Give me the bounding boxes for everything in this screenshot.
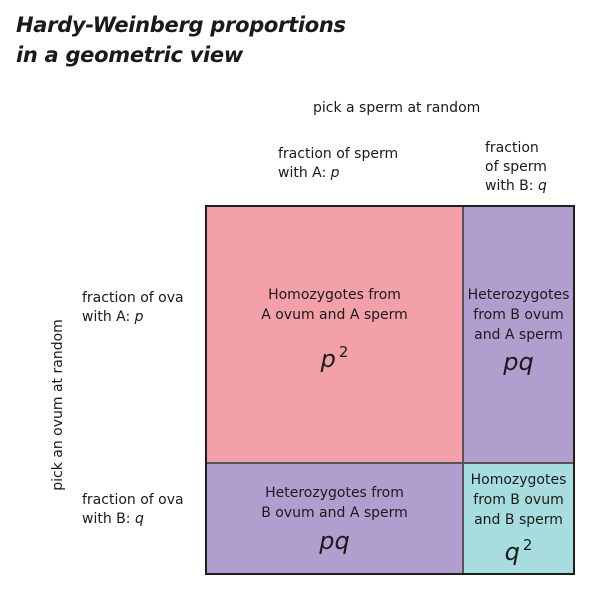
column-b-label-line-1: fraction — [485, 140, 539, 156]
row-a-label-line-2: with A: p — [82, 308, 184, 327]
row-b-variable: q — [134, 511, 144, 527]
cell-aa-symbol-base: p — [320, 345, 336, 373]
column-divider — [462, 207, 464, 573]
column-a-variable: p — [330, 165, 340, 181]
column-b-label-prefix: with B: — [485, 178, 538, 194]
column-b-label-line-2: of sperm — [485, 159, 547, 175]
ovum-axis-label: pick an ovum at random — [50, 319, 66, 491]
cell-ba-line-2: B ovum and A sperm — [261, 505, 408, 521]
row-a-label: fraction of ova with A: p — [82, 289, 184, 327]
cell-ab-symbol: pq — [503, 348, 534, 376]
row-b-label-line-2: with B: q — [82, 510, 184, 529]
column-b-label: fraction of sperm with B: q — [485, 139, 547, 196]
cell-bb-exponent: 2 — [522, 536, 533, 554]
column-a-label-line-2: with A: p — [278, 164, 398, 183]
cell-aa-line-1: Homozygotes from — [268, 287, 401, 303]
cell-aa-exponent: 2 — [338, 343, 349, 361]
column-b-variable: q — [537, 178, 547, 194]
title-line-2: in a geometric view — [16, 43, 243, 67]
cell-ba-line-1: Heterozygotes from — [265, 485, 404, 501]
row-b-label-prefix: with B: — [82, 511, 135, 527]
row-a-variable: p — [134, 309, 144, 325]
cell-bb-symbol-base: q — [504, 538, 520, 566]
cell-bb-line-3: and B sperm — [474, 512, 563, 528]
column-a-label-prefix: with A: — [278, 165, 331, 181]
title-line-1: Hardy-Weinberg proportions — [16, 13, 346, 37]
cell-ab-description: Heterozygotes from B ovum and A sperm — [464, 285, 573, 345]
cell-heterozygote-ba: Heterozygotes from B ovum and A sperm pq — [207, 464, 462, 573]
cell-ba-description: Heterozygotes from B ovum and A sperm — [207, 483, 462, 523]
cell-ab-line-1: Heterozygotes — [467, 287, 570, 303]
cell-bb-line-1: Homozygotes — [470, 472, 567, 488]
cell-bb-line-2: from B ovum — [473, 492, 564, 508]
row-b-label: fraction of ova with B: q — [82, 491, 184, 529]
cell-heterozygote-ab: Heterozygotes from B ovum and A sperm pq — [464, 207, 573, 462]
row-a-label-prefix: with A: — [82, 309, 135, 325]
row-divider — [207, 462, 573, 464]
column-a-label: fraction of sperm with A: p — [278, 145, 398, 183]
column-a-label-line-1: fraction of sperm — [278, 146, 399, 162]
row-b-label-line-1: fraction of ova — [82, 492, 184, 508]
cell-bb-description: Homozygotes from B ovum and B sperm — [464, 470, 573, 530]
figure-title: Hardy-Weinberg proportions in a geometri… — [16, 10, 346, 70]
sperm-axis-label: pick a sperm at random — [313, 100, 481, 116]
cell-ab-line-2: from B ovum — [473, 307, 564, 323]
cell-aa-description: Homozygotes from A ovum and A sperm — [207, 285, 462, 325]
column-b-label-line-3: with B: q — [485, 177, 547, 196]
cell-ab-line-3: and A sperm — [474, 327, 563, 343]
cell-aa-line-2: A ovum and A sperm — [261, 307, 408, 323]
row-a-label-line-1: fraction of ova — [82, 290, 184, 306]
cell-ba-symbol: pq — [319, 527, 350, 555]
